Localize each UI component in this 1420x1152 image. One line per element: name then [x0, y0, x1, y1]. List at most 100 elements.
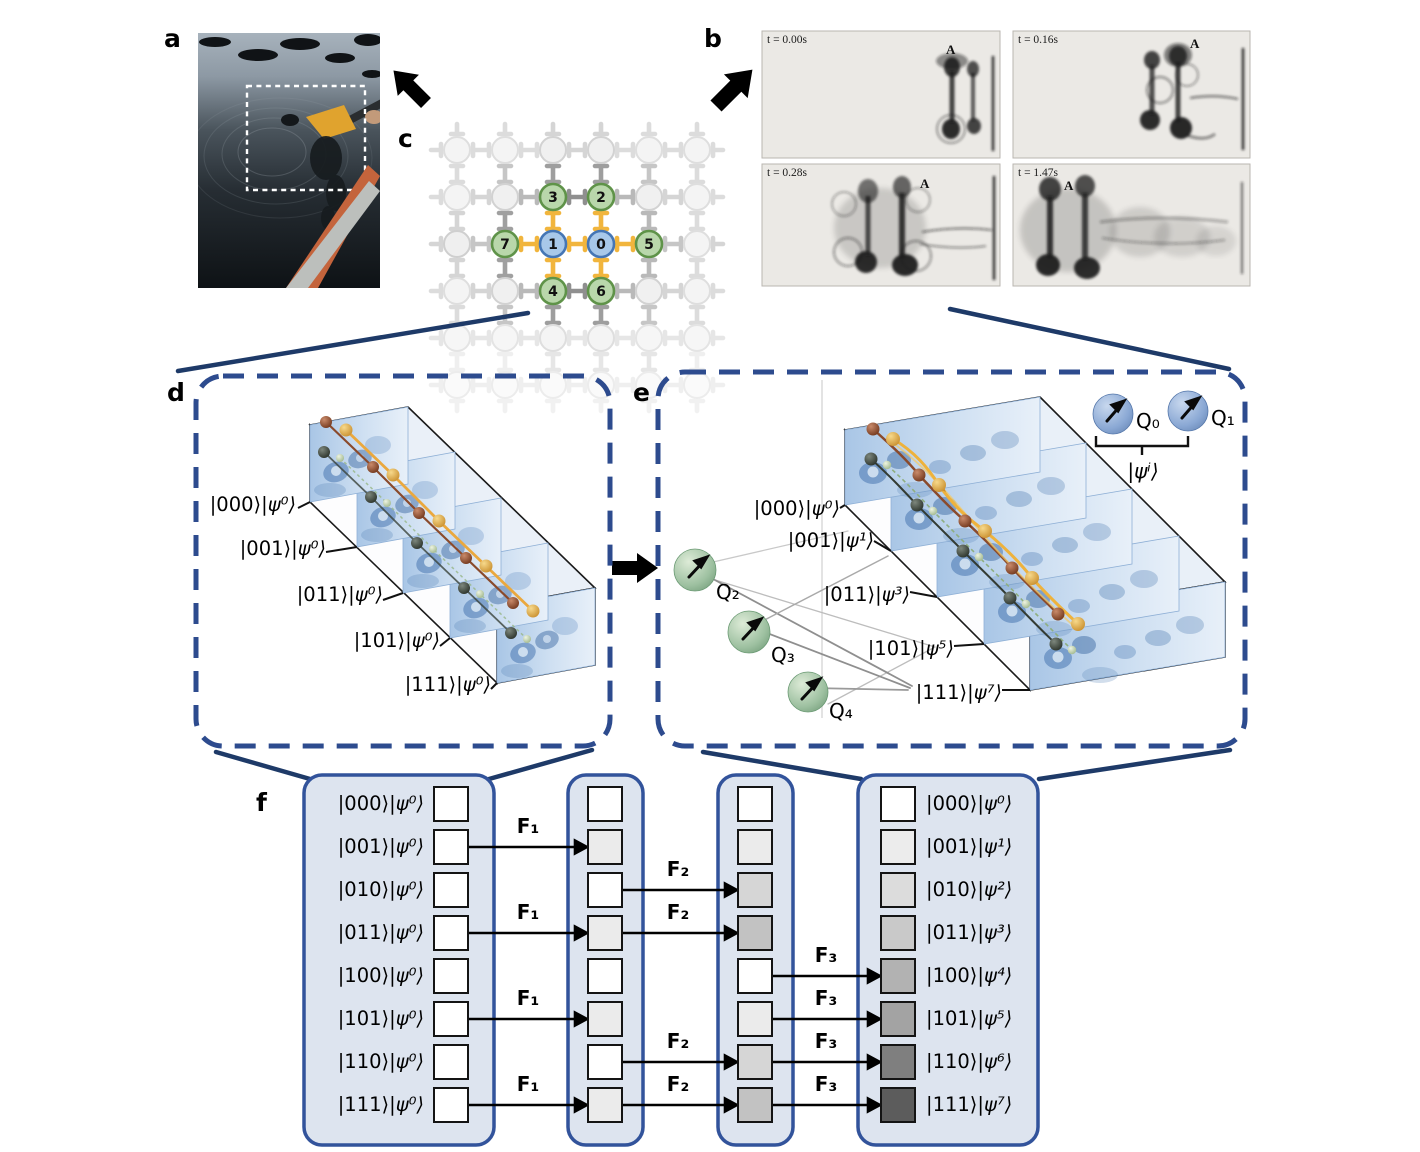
state-cell-fill — [880, 958, 916, 994]
state-cell-fill — [587, 786, 623, 822]
state-cell-fill — [587, 915, 623, 951]
qubit-number: 7 — [500, 237, 510, 253]
gate-label-f1: F₁ — [516, 1072, 540, 1096]
panel-label-f: f — [256, 788, 267, 817]
state-cell-fill — [880, 786, 916, 822]
f-output-state: |111⟩|ψ⁷⟩ — [926, 1093, 1013, 1116]
state-cell-fill — [737, 872, 773, 908]
panel-a-photo — [198, 33, 380, 288]
frame-timestamp: t = 0.00s — [767, 34, 808, 46]
f-input-state: |100⟩|ψ⁰⟩ — [337, 964, 424, 987]
state-cell-fill — [737, 1044, 773, 1080]
state-cell-fill — [433, 1087, 469, 1123]
psi-bracket-label: |ψⁱ⟩ — [1127, 459, 1159, 483]
panel-label-c: c — [398, 124, 413, 153]
f-input-state: |101⟩|ψ⁰⟩ — [337, 1007, 424, 1030]
panel-e-slab — [673, 380, 1227, 718]
gate-label-f3: F₃ — [814, 986, 838, 1010]
qubit-pair-bracket — [1094, 436, 1190, 455]
qubit-number: 5 — [644, 237, 654, 253]
arrow-d-to-e-icon — [612, 553, 658, 583]
panel-d-slab — [297, 406, 597, 690]
qubit-number: 6 — [596, 284, 606, 300]
f-input-state: |001⟩|ψ⁰⟩ — [337, 835, 424, 858]
qubit-label-q4: Q₄ — [829, 699, 853, 723]
state-cell — [880, 958, 916, 994]
f-input-state: |011⟩|ψ⁰⟩ — [337, 921, 424, 944]
state-cell — [737, 786, 773, 822]
state-cell-fill — [587, 829, 623, 865]
boat-gunwale — [286, 181, 380, 288]
state-cell — [587, 872, 623, 908]
frame-timestamp: t = 0.16s — [1018, 34, 1059, 46]
state-cell-fill — [587, 1087, 623, 1123]
gate-label-f1: F₁ — [516, 814, 540, 838]
state-cell-fill — [433, 1044, 469, 1080]
gate-label-f1: F₁ — [516, 986, 540, 1010]
state-label-ticks — [297, 501, 498, 690]
state-cell — [880, 829, 916, 865]
active-qubits: 3 2 7 1 0 5 4 6 — [490, 182, 664, 306]
f-output-state: |110⟩|ψ⁶⟩ — [926, 1050, 1013, 1073]
state-cell — [737, 1001, 773, 1037]
f-gate-arrows — [469, 838, 883, 1114]
qubit-number: 0 — [596, 237, 606, 253]
state-cell — [587, 958, 623, 994]
state-cell — [880, 1087, 916, 1123]
state-cell — [433, 1044, 469, 1080]
gate-label-f2: F₂ — [666, 857, 690, 881]
f-input-state: |010⟩|ψ⁰⟩ — [337, 878, 424, 901]
frame-timestamp: t = 0.28s — [767, 167, 808, 179]
d-state-label: |000⟩|ψ⁰⟩ — [209, 493, 296, 516]
gate-label-f3: F₃ — [814, 1029, 838, 1053]
state-cell — [737, 1044, 773, 1080]
d-state-label: |111⟩|ψ⁰⟩ — [404, 673, 491, 696]
state-cell — [587, 915, 623, 951]
state-cell — [737, 915, 773, 951]
f-output-state: |011⟩|ψ³⟩ — [926, 921, 1013, 944]
state-cell — [587, 1001, 623, 1037]
panel-label-b: b — [704, 24, 722, 53]
gate-label-f1: F₁ — [516, 900, 540, 924]
state-cell-fill — [737, 829, 773, 865]
qubit-label-q2: Q₂ — [716, 580, 740, 604]
state-cell-fill — [880, 829, 916, 865]
panel-label-a: a — [164, 24, 181, 53]
f-input-state: |110⟩|ψ⁰⟩ — [337, 1050, 424, 1073]
vortex-marker: A — [946, 42, 956, 57]
state-cell-fill — [737, 1001, 773, 1037]
state-cell-fill — [433, 829, 469, 865]
state-cell — [737, 958, 773, 994]
state-cell-fill — [433, 786, 469, 822]
vortex-marker: A — [1064, 178, 1074, 193]
state-cell — [433, 1087, 469, 1123]
state-cell-fill — [433, 915, 469, 951]
state-cell — [880, 872, 916, 908]
panel-connector-lines — [175, 306, 1233, 782]
panel-c-lattice: 3 2 7 1 0 5 4 6 — [431, 124, 723, 411]
state-cell — [880, 1001, 916, 1037]
state-cell — [587, 1087, 623, 1123]
gate-label-f3: F₃ — [814, 943, 838, 967]
state-cell — [587, 829, 623, 865]
frame-t016 — [1012, 30, 1251, 159]
state-cell — [433, 958, 469, 994]
state-cell — [433, 1001, 469, 1037]
qubit-label-q3: Q₃ — [771, 643, 795, 667]
gate-label-f2: F₂ — [666, 900, 690, 924]
gate-label-f3: F₃ — [814, 1072, 838, 1096]
d-state-label: |001⟩|ψ⁰⟩ — [239, 537, 326, 560]
panel-label-d: d — [167, 378, 185, 407]
gate-label-f2: F₂ — [666, 1029, 690, 1053]
trajectory-green — [339, 457, 528, 640]
frame-t147 — [1012, 163, 1251, 287]
state-cell-fill — [587, 872, 623, 908]
qubit-number: 1 — [548, 237, 558, 253]
frame-timestamp: t = 1.47s — [1018, 167, 1059, 179]
legend-qubit-spheres — [1092, 390, 1209, 455]
state-cell-fill — [880, 1044, 916, 1080]
state-cell — [737, 872, 773, 908]
frame-t028 — [761, 163, 1001, 287]
f-output-state: |001⟩|ψ¹⟩ — [926, 835, 1013, 858]
